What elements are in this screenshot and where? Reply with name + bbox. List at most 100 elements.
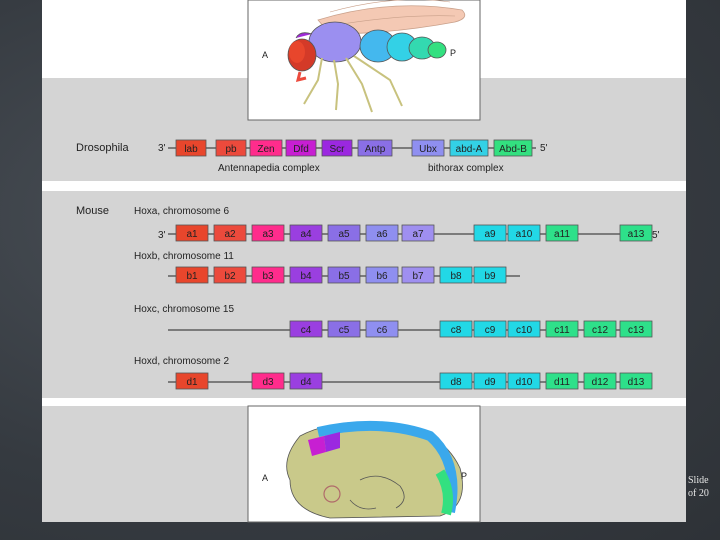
mouse-5prime: 5': [652, 230, 660, 241]
gene-box: d12: [583, 372, 617, 390]
gene-box: a6: [365, 224, 399, 242]
gene-box: b1: [175, 266, 209, 284]
gene-label: d1: [186, 377, 198, 388]
gene-box-rect: [401, 266, 435, 284]
gene-box: a10: [507, 224, 541, 242]
gene-box-rect: [411, 139, 445, 157]
gene-box: b2: [213, 266, 247, 284]
gene-label: d9: [484, 377, 496, 388]
gene-box: d10: [507, 372, 541, 390]
gene-box-rect: [365, 320, 399, 338]
gene-box-rect: [545, 372, 579, 390]
gene-box-rect: [215, 139, 247, 157]
gene-box-rect: [213, 224, 247, 242]
gene-box: a9: [473, 224, 507, 242]
gene-box: d1: [175, 372, 209, 390]
gene-box: d8: [439, 372, 473, 390]
gene-box-rect: [507, 224, 541, 242]
gene-label: c9: [485, 325, 496, 336]
gene-box: a4: [289, 224, 323, 242]
gene-label: pb: [225, 144, 237, 155]
gene-box-rect: [251, 224, 285, 242]
gene-box-rect: [583, 372, 617, 390]
drosophila-5prime: 5': [540, 143, 548, 154]
antennapedia-complex-label: Antennapedia complex: [218, 163, 320, 174]
gene-box-rect: [289, 224, 323, 242]
gene-box: c11: [545, 320, 579, 338]
gene-label: a2: [224, 229, 236, 240]
gene-label: Ubx: [419, 144, 437, 155]
gene-box-rect: [619, 224, 653, 242]
gene-box: b4: [289, 266, 323, 284]
gene-box: Abd-B: [493, 139, 533, 157]
gene-label: c13: [628, 325, 645, 336]
gene-label: Abd-B: [499, 144, 527, 155]
gene-box: Dfd: [285, 139, 317, 157]
gene-label: b2: [224, 271, 236, 282]
gene-box: lab: [175, 139, 207, 157]
gene-label: a1: [186, 229, 198, 240]
gene-box: b5: [327, 266, 361, 284]
gene-box-rect: [439, 372, 473, 390]
gene-label: Zen: [257, 144, 274, 155]
gene-label: a11: [554, 229, 570, 240]
divider-strip-lower: [42, 398, 686, 406]
gene-label: d12: [592, 377, 609, 388]
gene-label: d4: [300, 377, 312, 388]
gene-box-rect: [175, 266, 209, 284]
gene-label: b9: [484, 271, 496, 282]
gene-label: lab: [184, 144, 198, 155]
gene-box-rect: [401, 224, 435, 242]
gene-box-rect: [357, 139, 393, 157]
gene-box: b7: [401, 266, 435, 284]
gene-box-rect: [449, 139, 489, 157]
gene-label: b1: [186, 271, 198, 282]
mouse-chromosome-lines: [168, 233, 650, 383]
drosophila-label: Drosophila: [76, 142, 129, 154]
gene-box: d9: [473, 372, 507, 390]
drosophila-3prime: 3': [158, 143, 166, 154]
fly-image: [247, 0, 481, 121]
gene-box-rect: [473, 224, 507, 242]
slide-number-line1: Slide: [688, 475, 709, 486]
gene-box-rect: [507, 372, 541, 390]
gene-label: a4: [300, 229, 312, 240]
gene-box-rect: [285, 139, 317, 157]
gene-box-rect: [619, 320, 653, 338]
gene-box: c5: [327, 320, 361, 338]
gene-label: a5: [338, 229, 350, 240]
divider-strip: [42, 181, 686, 191]
gene-box-rect: [249, 139, 283, 157]
gene-label: a10: [516, 229, 533, 240]
gene-box-rect: [327, 224, 361, 242]
gene-box: Ubx: [411, 139, 445, 157]
gene-label: b6: [376, 271, 388, 282]
fly-anterior-label: A: [262, 50, 268, 60]
gene-box: c6: [365, 320, 399, 338]
gene-label: Dfd: [293, 144, 309, 155]
gene-label: d3: [262, 377, 274, 388]
gene-box: d3: [251, 372, 285, 390]
gene-box-rect: [175, 139, 207, 157]
mouse-3prime: 3': [158, 230, 166, 241]
gene-box-rect: [175, 372, 209, 390]
gene-box-rect: [321, 139, 353, 157]
gene-box-rect: [473, 266, 507, 284]
gene-box-rect: [507, 320, 541, 338]
gene-label: d13: [628, 377, 645, 388]
gene-box: c10: [507, 320, 541, 338]
gene-box: a11: [545, 224, 579, 242]
gene-box-rect: [213, 266, 247, 284]
slide-number: Slide of 20: [688, 474, 720, 500]
gene-box-rect: [327, 266, 361, 284]
gene-box: b6: [365, 266, 399, 284]
gene-label: a9: [484, 229, 496, 240]
gene-box: c9: [473, 320, 507, 338]
gene-box: Scr: [321, 139, 353, 157]
gene-label: Scr: [330, 144, 346, 155]
gene-label: a6: [376, 229, 388, 240]
gene-label: a13: [628, 229, 645, 240]
hoxb-cluster-label: Hoxb, chromosome 11: [134, 251, 234, 262]
gene-box-rect: [473, 320, 507, 338]
